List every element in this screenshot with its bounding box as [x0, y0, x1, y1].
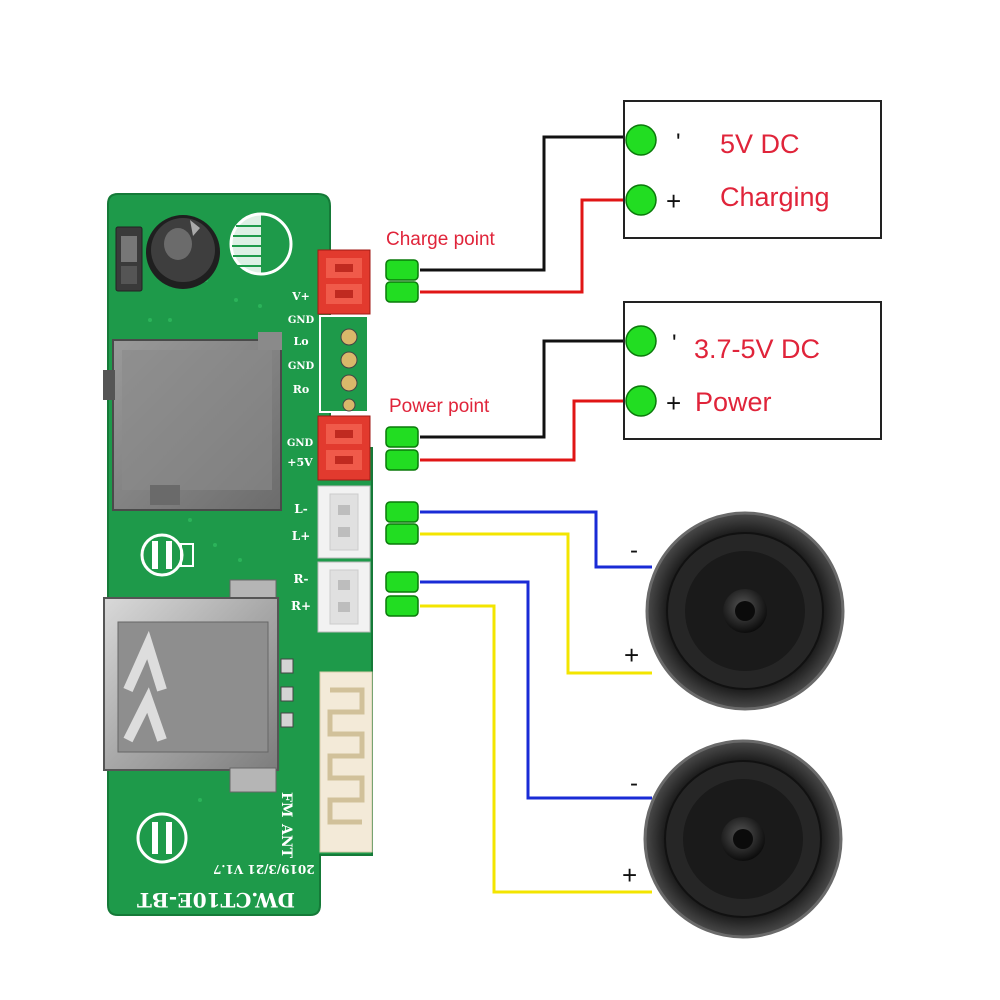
mounting-hole-silk — [140, 533, 194, 577]
power-plus-sign: + — [666, 388, 681, 418]
left-positive-wire — [420, 532, 652, 675]
power-minus-sign: ' — [672, 330, 677, 357]
pin-label-gnd-2: GND — [288, 361, 315, 372]
fm-label: FM — [278, 792, 294, 817]
pin-label-l-plus: L+ — [292, 529, 311, 543]
left-speaker-minus: - — [630, 537, 638, 564]
pin-label-plus-5v: +5V — [287, 456, 313, 469]
charging-plus-sign: + — [666, 186, 681, 216]
power-label: Power — [695, 387, 772, 417]
capacitor — [146, 215, 220, 289]
slide-switch — [115, 226, 143, 292]
charging-label: Charging — [720, 182, 830, 212]
charge-negative-wire — [420, 135, 627, 272]
pin-label-r-minus: R- — [294, 572, 309, 586]
right-speaker-plus: + — [622, 860, 637, 890]
power-voltage-label: 3.7-5V DC — [694, 334, 820, 364]
charge-point-label: Charge point — [386, 229, 496, 250]
fm-antenna-area — [319, 671, 373, 853]
right-negative-wire — [420, 580, 652, 800]
ant-label: ANT — [278, 823, 294, 859]
pin-label-gnd-1: GND — [288, 315, 315, 326]
pcb-pin-labels: V+ GND Lo GND Ro GND +5V L- L+ R- R+ — [287, 290, 315, 613]
charge-positive-wire — [420, 198, 627, 294]
right-positive-wire — [420, 604, 652, 894]
smd-pads — [280, 658, 294, 728]
power-negative-terminal — [625, 325, 657, 357]
charging-source-box: ' + 5V DC Charging — [623, 100, 882, 239]
power-positive-terminal — [625, 385, 657, 417]
right-speaker-connector — [317, 561, 371, 633]
charge-wires — [420, 135, 627, 294]
power-connector — [317, 415, 371, 481]
power-negative-wire — [420, 339, 627, 439]
silkscreen-circle — [229, 212, 293, 276]
pcb-rotated-texts: FM ANT 2019/3/21 V1.7 DW.CT10E-BT — [137, 792, 315, 912]
left-speaker-connector — [317, 485, 371, 559]
pin-label-lo: Lo — [293, 335, 308, 348]
power-positive-wire — [420, 399, 627, 462]
pin-label-l-minus: L- — [294, 502, 307, 516]
right-speaker — [643, 739, 843, 939]
pcb-model-label: DW.CT10E-BT — [137, 888, 295, 912]
left-speaker — [645, 511, 845, 711]
speaker-wires — [420, 510, 652, 894]
pcb-date-label: 2019/3/21 V1.7 — [213, 862, 315, 876]
charging-positive-terminal — [625, 184, 657, 216]
pin-label-r-plus: R+ — [291, 599, 311, 613]
left-speaker-plus: + — [624, 640, 639, 670]
sd-card-slot — [103, 332, 282, 511]
mounting-hole — [136, 812, 188, 864]
charging-voltage-label: 5V DC — [720, 129, 800, 159]
header-pins — [319, 315, 369, 413]
pin-label-power-gnd: GND — [287, 438, 314, 449]
charging-negative-terminal — [625, 124, 657, 156]
power-wires — [420, 339, 627, 462]
power-point-label: Power point — [389, 396, 490, 417]
terminal-pads — [385, 259, 419, 617]
power-source-box: ' + 3.7-5V DC Power — [623, 301, 882, 440]
pin-label-v-plus: V+ — [291, 290, 310, 303]
charging-minus-sign: ' — [676, 129, 681, 156]
usb-port — [103, 579, 279, 793]
charge-connector — [317, 249, 371, 315]
right-speaker-minus: - — [630, 770, 638, 797]
left-negative-wire — [420, 510, 652, 569]
pin-label-ro: Ro — [293, 383, 309, 396]
